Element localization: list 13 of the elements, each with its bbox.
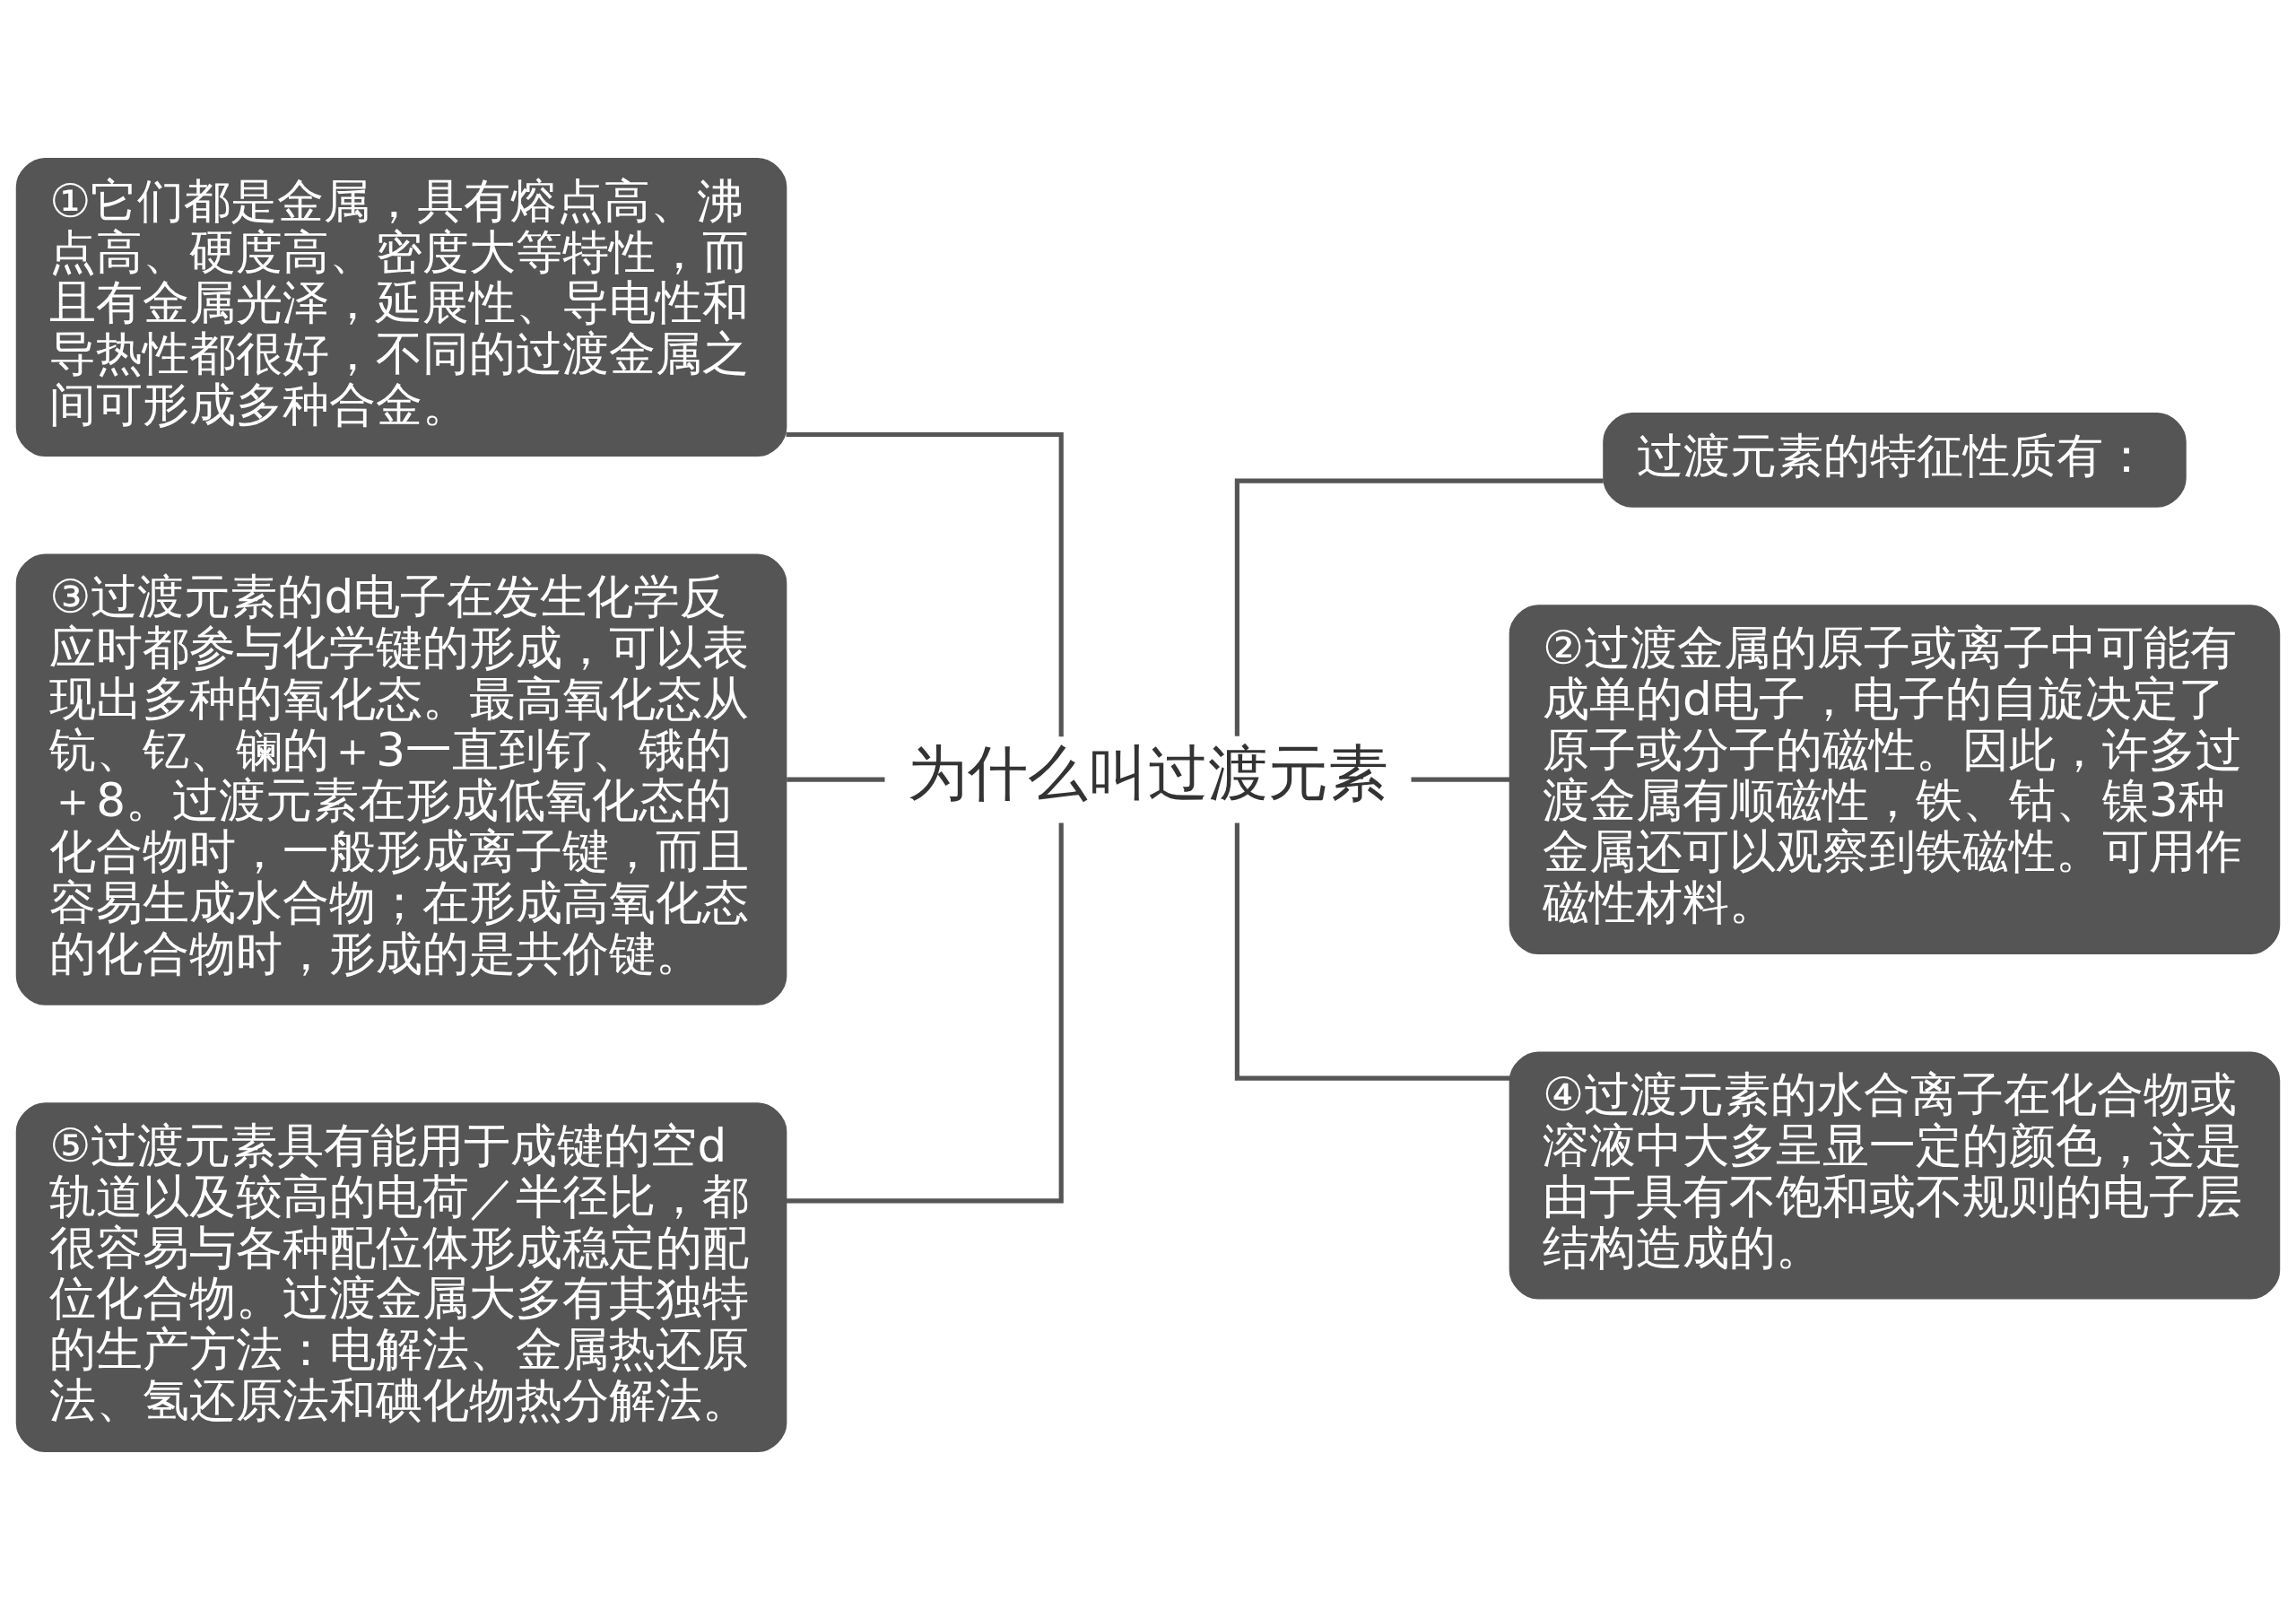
node-box: ⑤过渡元素具有能用于成键的空d轨道以及较高的电荷／半径比，都很容易与各种配位体形成稳定的配位化合物。过渡金属大多有其独特的生产方法：电解法、金属热还原法、氢还原法和碘化物热分解法。 (15, 1102, 787, 1452)
connector (787, 777, 885, 782)
node-box: ①它们都是金属，具有熔点高、沸点高、硬度高、密度大等特性，而且有金属光泽，延展性、导电性和导热性都很好，不同的过渡金属之间可形成多种合金。 (15, 158, 787, 457)
connector (1411, 777, 1510, 782)
node-box: ②过渡金属的原子或离子中可能有成单的d电子，电子的自旋决定了原子或分子的磁性。因此，许多过渡金属有顺磁性，铁、钴、镍3种金属还可以观察到铁磁性。可用作磁性材料。 (1509, 605, 2281, 954)
connector (786, 822, 1064, 1204)
connector (1234, 478, 1604, 736)
node-text: 为什么叫过渡元素 (908, 738, 1388, 809)
node-box: ④过渡元素的水合离子在化合物或溶液中大多呈显一定的颜色，这是由于具有不饱和或不规则的电子层结构造成的。 (1509, 1051, 2281, 1300)
connector (786, 431, 1064, 737)
connector (1234, 822, 1510, 1081)
node-box: ③过渡元素的d电子在发生化学反应时都参与化学键的形成，可以表现出多种的氧化态。最高氧化态从钪、钇、镧的＋3一直到钌、锇的＋8。过渡元素在形成低氧化态的化合物时，一般形成离子键，而且容易生成水合物；在形成高氧化态的化合物时，形成的是共价键。 (15, 553, 787, 1005)
node-box: 过渡元素的特征性质有： (1603, 412, 2187, 508)
